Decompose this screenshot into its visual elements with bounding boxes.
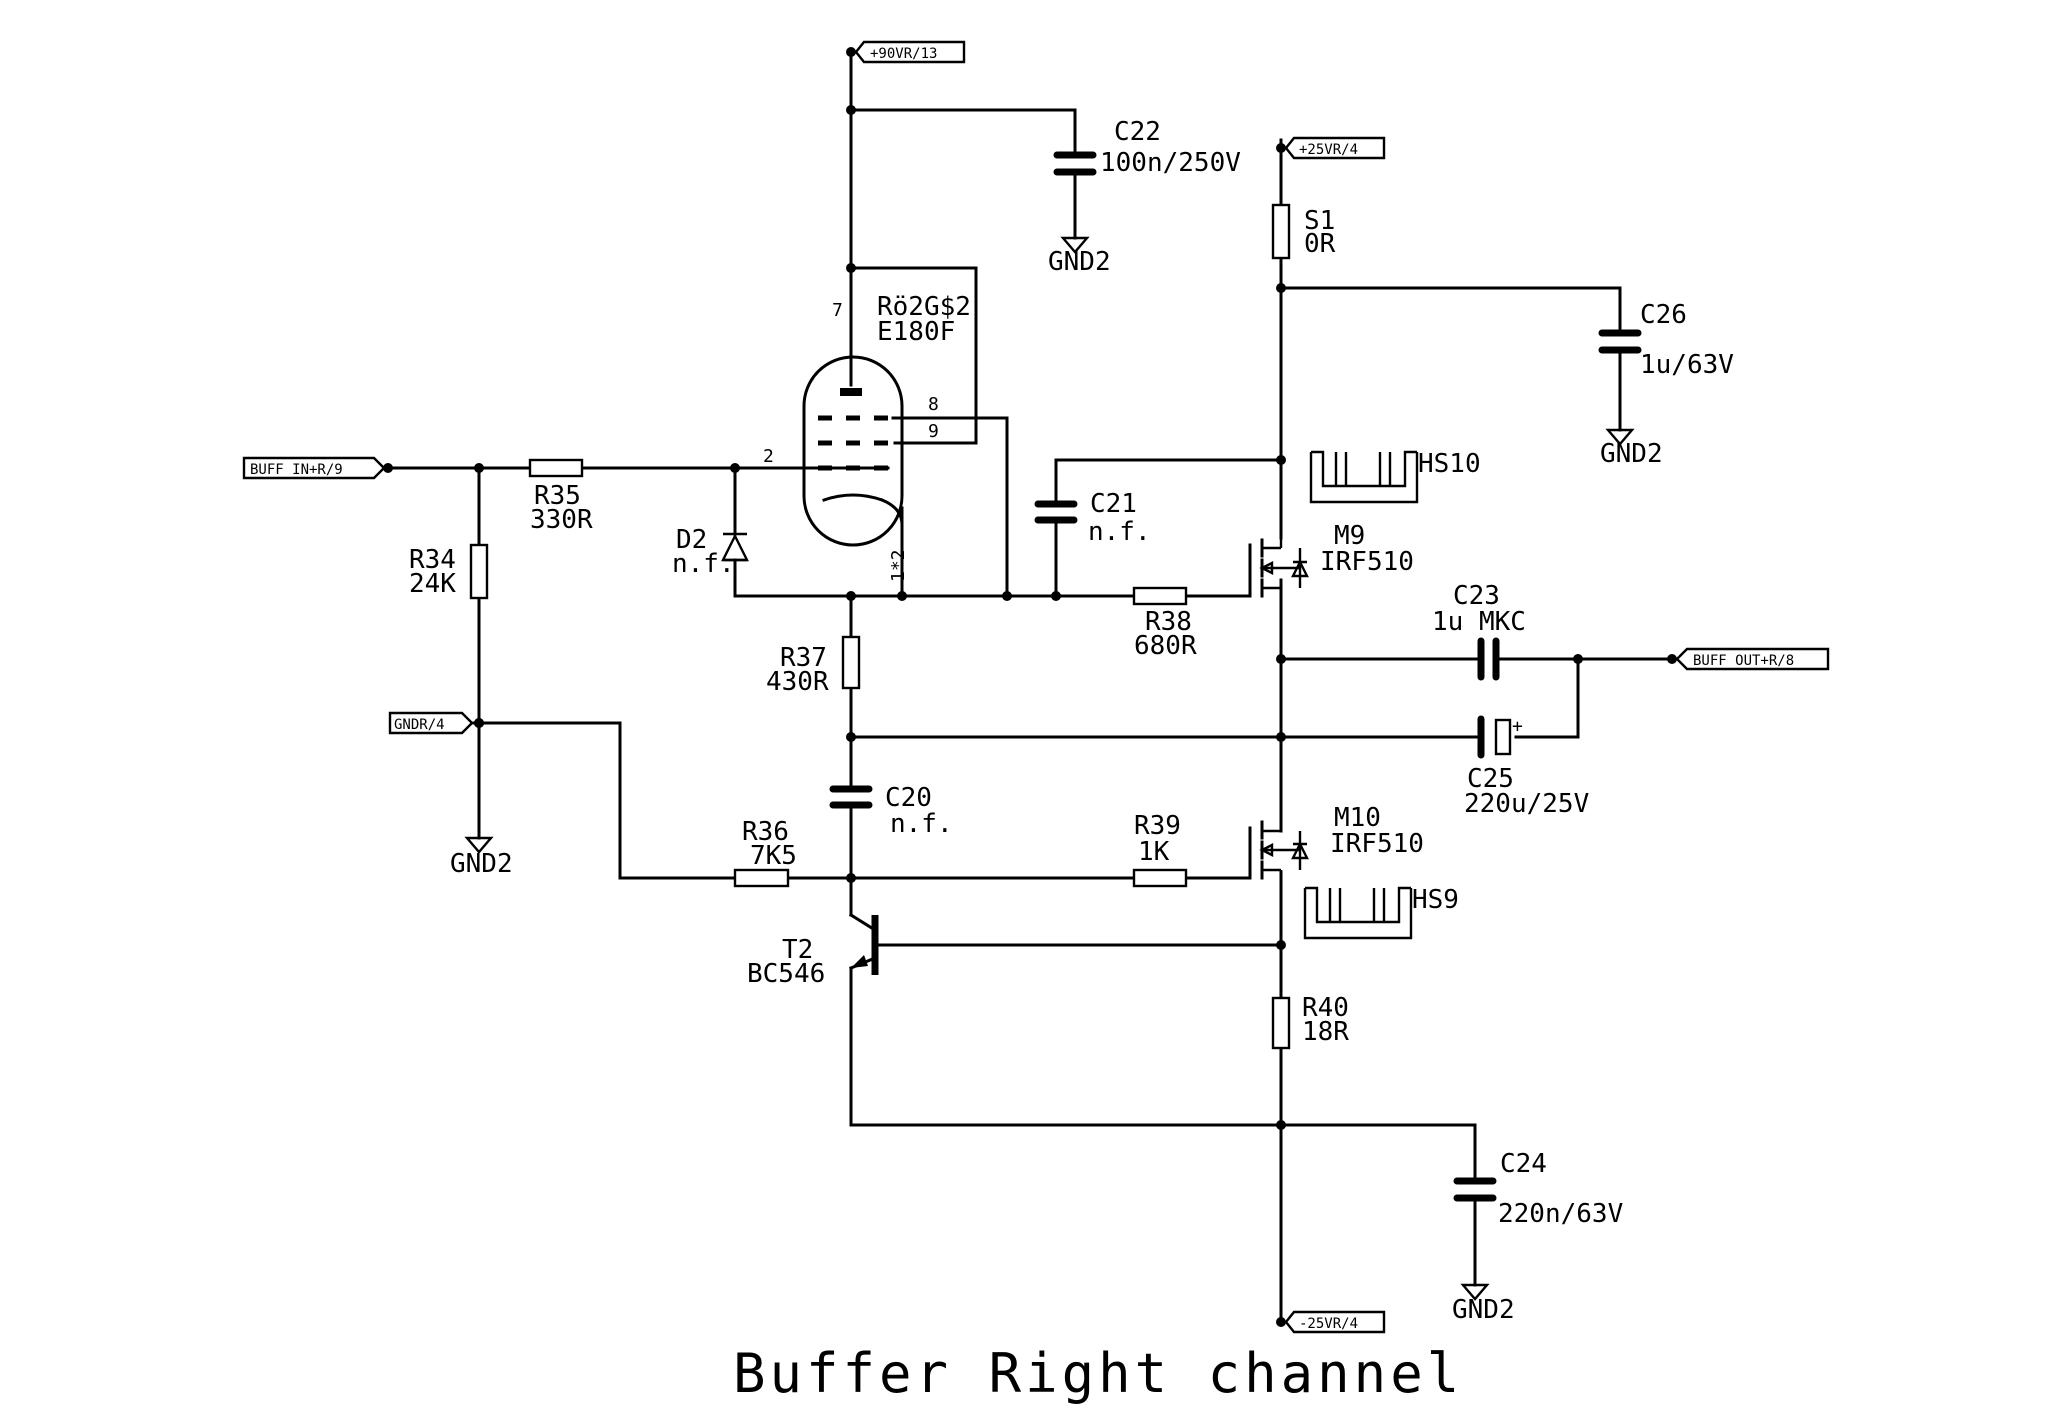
port-buff-in-label: BUFF_IN+R/9 [250,462,343,478]
ground-r34-label: GND2 [450,849,513,879]
r34-value: 24K [409,569,456,599]
tube-pin-7: 7 [832,300,843,321]
port-buff-out: BUFF_OUT+R/8 [1667,647,1830,671]
ground-r34: GND2 [450,836,513,879]
resistor-s1: S1 0R [1271,203,1336,260]
resistor-r40: R40 18R [1271,993,1349,1050]
tube-ref: Rö2G$2 [877,292,971,322]
c20-ref: C20 [885,783,932,813]
resistor-r38: R38 680R [1132,586,1197,661]
t2-ref: T2 [782,935,813,965]
c22-ref: C22 [1114,117,1161,147]
ground-c22-label: GND2 [1048,247,1111,277]
capacitor-c21: C21 n.f. [1034,489,1151,547]
r40-value: 18R [1302,1017,1349,1047]
port-buff-in: BUFF_IN+R/9 [242,456,393,480]
hs10-ref: HS10 [1418,449,1481,479]
mosfet-m10: M10 IRF510 [1248,803,1424,880]
r36-ref: R36 [742,817,789,847]
port-25v-label: +25VR/4 [1299,142,1358,158]
diode-d2: D2 n.f. [672,525,749,579]
c22-value: 100n/250V [1100,148,1241,178]
port-minus-25v-label: -25VR/4 [1299,1316,1358,1332]
ground-c24: GND2 [1452,1283,1515,1325]
junction-dots [474,105,1583,1130]
heatsink-hs10: HS10 [1309,449,1481,504]
port-90v: +90VR/13 [846,40,966,64]
ground-c26: GND2 [1600,428,1663,469]
ground-c22: GND2 [1048,236,1111,277]
tube-value: E180F [877,317,955,347]
r37-ref: R37 [780,643,827,673]
capacitor-c22: C22 100n/250V [1053,117,1241,178]
c24-value: 220n/63V [1498,1199,1623,1229]
resistor-r36: R36 7K5 [733,817,797,888]
m10-ref: M10 [1334,803,1381,833]
r38-ref: R38 [1145,607,1192,637]
heatsink-hs9: HS9 [1303,885,1459,940]
m10-value: IRF510 [1330,829,1424,859]
r40-ref: R40 [1302,993,1349,1023]
port-gndr: GNDR/4 [388,711,484,735]
m9-ref: M9 [1334,521,1365,551]
ground-c24-label: GND2 [1452,1295,1515,1325]
capacitor-c24: C24 220n/63V [1453,1149,1623,1229]
c26-value: 1u/63V [1640,350,1734,380]
c20-value: n.f. [890,809,953,839]
tube-pin-9: 9 [928,421,939,442]
tube-pin-2: 2 [763,446,774,467]
c24-ref: C24 [1500,1149,1547,1179]
c25-value: 220u/25V [1464,789,1589,819]
c21-value: n.f. [1088,517,1151,547]
hs9-ref: HS9 [1412,885,1459,915]
resistor-r37: R37 430R [766,635,861,697]
r37-value: 430R [766,667,829,697]
c26-ref: C26 [1640,300,1687,330]
d2-value: n.f. [672,549,735,579]
port-buff-out-label: BUFF_OUT+R/8 [1693,653,1794,669]
r38-value: 680R [1134,631,1197,661]
r35-value: 330R [530,505,593,535]
d2-ref: D2 [676,525,707,555]
port-gndr-label: GNDR/4 [394,717,445,733]
capacitor-c20: C20 n.f. [829,783,953,839]
vacuum-tube: 7 8 9 2 1*2 Rö2G$2 E180F [763,292,971,582]
tube-pin-8: 8 [928,394,939,415]
r35-ref: R35 [534,481,581,511]
r34-ref: R34 [409,545,456,575]
resistor-r34: R34 24K [409,543,489,600]
mosfet-m9: M9 IRF510 [1248,521,1414,598]
c23-ref: C23 [1453,581,1500,611]
c25-polarity: + [1512,716,1523,737]
m9-value: IRF510 [1320,547,1414,577]
port-90v-label: +90VR/13 [870,46,937,62]
capacitor-c25: + C25 220u/25V [1464,715,1589,819]
diagram-title: Buffer Right channel [733,1342,1463,1405]
s1-ref: S1 [1304,206,1335,236]
c23-value: 1u MKC [1432,607,1526,637]
t2-value: BC546 [747,959,825,989]
resistor-r35: R35 330R [528,458,593,535]
port-25v: +25VR/4 [1276,136,1386,160]
c25-ref: C25 [1467,764,1514,794]
capacitor-c23: C23 1u MKC [1432,581,1526,681]
s1-value: 0R [1304,229,1336,259]
ground-c26-label: GND2 [1600,439,1663,469]
r39-ref: R39 [1134,811,1181,841]
r39-value: 1K [1138,837,1170,867]
resistor-r39: R39 1K [1132,811,1188,888]
capacitor-c26: C26 1u/63V [1598,300,1734,380]
transistor-t2: T2 BC546 [747,912,879,989]
tube-pin-12: 1*2 [888,549,909,582]
wires [386,50,1674,1324]
r36-value: 7K5 [750,841,797,871]
c21-ref: C21 [1090,489,1137,519]
port-minus-25v: -25VR/4 [1276,1310,1386,1334]
